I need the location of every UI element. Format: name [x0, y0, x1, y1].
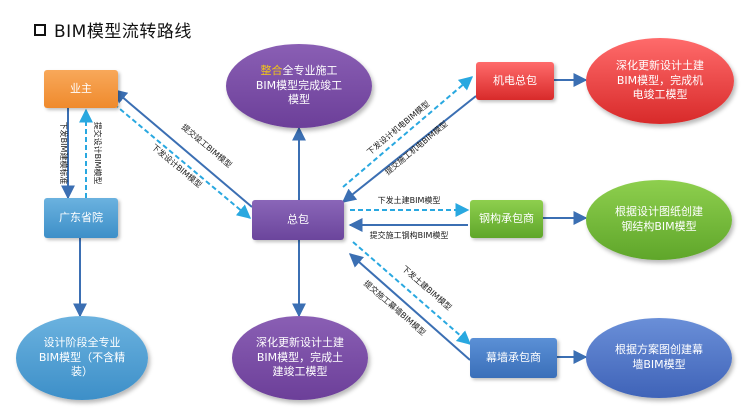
- node-deepen-model: 深化更新设计土建 BIM模型，完成土 建竣工模型: [232, 316, 368, 400]
- node-owner: 业主: [44, 70, 118, 108]
- arrow-owner-to-gc: [113, 103, 252, 219]
- node-mep-model: 深化更新设计土建 BIM模型，完成机 电竣工模型: [586, 38, 734, 124]
- label-owner-up: 提交设计BIM模型: [93, 122, 103, 185]
- label-owner-down: 下发BIM建模标准: [59, 122, 69, 185]
- label-owner-to-gc: 下发设计BIM模型: [150, 142, 204, 190]
- node-mep-contractor: 机电总包: [476, 62, 554, 100]
- node-curtain-contractor: 幕墙承包商: [470, 338, 557, 378]
- node-integrate-model: 整合全专业施工 BIM模型完成竣工 模型: [226, 44, 372, 128]
- arrow-mep-to-gc: [341, 95, 477, 203]
- label-curtain-to-gc: 提交施工幕墙BIM模型: [362, 278, 428, 337]
- node-design-institute: 广东省院: [44, 198, 118, 238]
- arrow-curtain-to-gc: [348, 253, 471, 361]
- integrate-rest: 全专业施工 BIM模型完成竣工 模型: [255, 63, 343, 107]
- label-steel-to-gc: 提交施工钢构BIM模型: [370, 230, 449, 240]
- label-gc-to-owner: 提交竣工BIM模型: [180, 122, 234, 170]
- node-design-model: 设计阶段全专业 BIM模型（不含精 装）: [16, 316, 148, 400]
- label-gc-to-steel: 下发土建BIM模型: [378, 195, 441, 205]
- title-square-icon: [34, 23, 46, 36]
- integrate-model-text: 整合全专业施工 BIM模型完成竣工 模型: [256, 64, 342, 109]
- node-general-contractor: 总包: [252, 200, 344, 240]
- title-text: BIM模型流转路线: [54, 22, 192, 42]
- node-steel-contractor: 钢构承包商: [470, 200, 543, 238]
- arrow-gc-to-mep: [342, 76, 474, 188]
- diagram-title: BIM模型流转路线: [34, 17, 192, 42]
- arrow-gc-to-curtain: [352, 241, 472, 345]
- arrow-gc-to-owner: [112, 89, 253, 208]
- node-steel-model: 根据设计图纸创建 钢结构BIM模型: [586, 180, 732, 260]
- node-curtain-model: 根据方案图创建幕 墙BIM模型: [586, 318, 732, 398]
- integrate-highlight: 整合: [260, 63, 283, 77]
